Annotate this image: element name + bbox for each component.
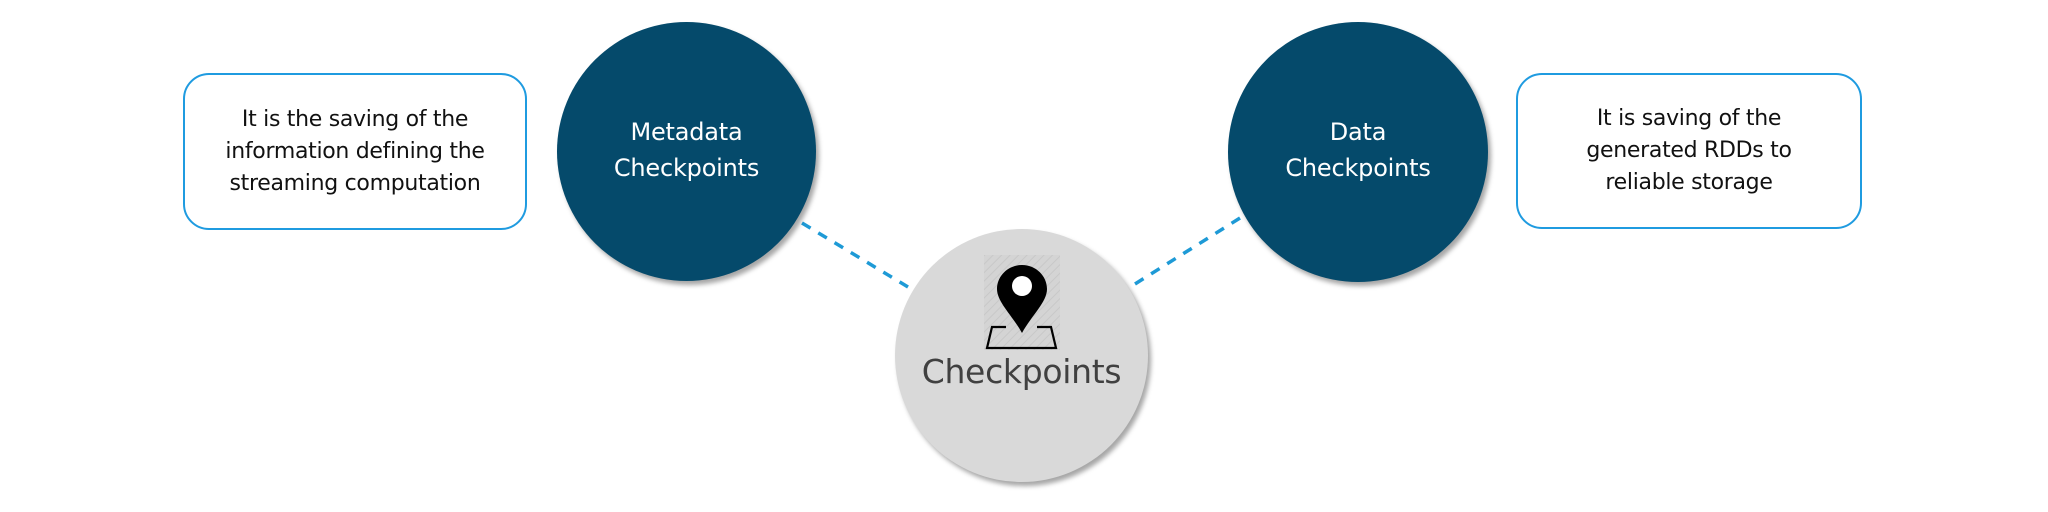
metadata-checkpoints-label-line: Checkpoints <box>613 153 760 182</box>
data-description-line: It is saving of the <box>1596 106 1782 131</box>
connector-data-to-center <box>1134 216 1241 286</box>
metadata-description-box: It is the saving of the information defi… <box>183 73 527 230</box>
metadata-checkpoints-node: Metadata Checkpoints <box>557 22 816 281</box>
checkpoints-center-label: Checkpoints <box>921 352 1122 391</box>
metadata-description-line: information defining the <box>225 138 485 164</box>
data-description-line: generated RDDs to <box>1586 138 1792 163</box>
data-description: It is saving of the generated RDDs to re… <box>1586 103 1792 199</box>
data-description-line: reliable storage <box>1605 170 1773 195</box>
metadata-checkpoints-label: Metadata Checkpoints <box>613 114 760 186</box>
data-checkpoints-node: Data Checkpoints <box>1228 22 1488 282</box>
data-checkpoints-label: Data Checkpoints <box>1285 114 1431 186</box>
metadata-description-line: It is the saving of the <box>241 106 469 132</box>
metadata-description-line: streaming computation <box>229 170 481 196</box>
data-checkpoints-label-line: Checkpoints <box>1285 154 1431 182</box>
metadata-checkpoints-label-line: Metadata <box>630 117 743 146</box>
checkpoints-center-node: Checkpoints <box>895 229 1148 482</box>
data-description-box: It is saving of the generated RDDs to re… <box>1516 73 1862 229</box>
metadata-description: It is the saving of the information defi… <box>225 104 484 200</box>
connector-metadata-to-center <box>801 221 909 289</box>
map-pin-icon <box>983 255 1060 350</box>
data-checkpoints-label-line: Data <box>1329 118 1387 146</box>
map-pin-icon-graphic <box>983 255 1060 350</box>
